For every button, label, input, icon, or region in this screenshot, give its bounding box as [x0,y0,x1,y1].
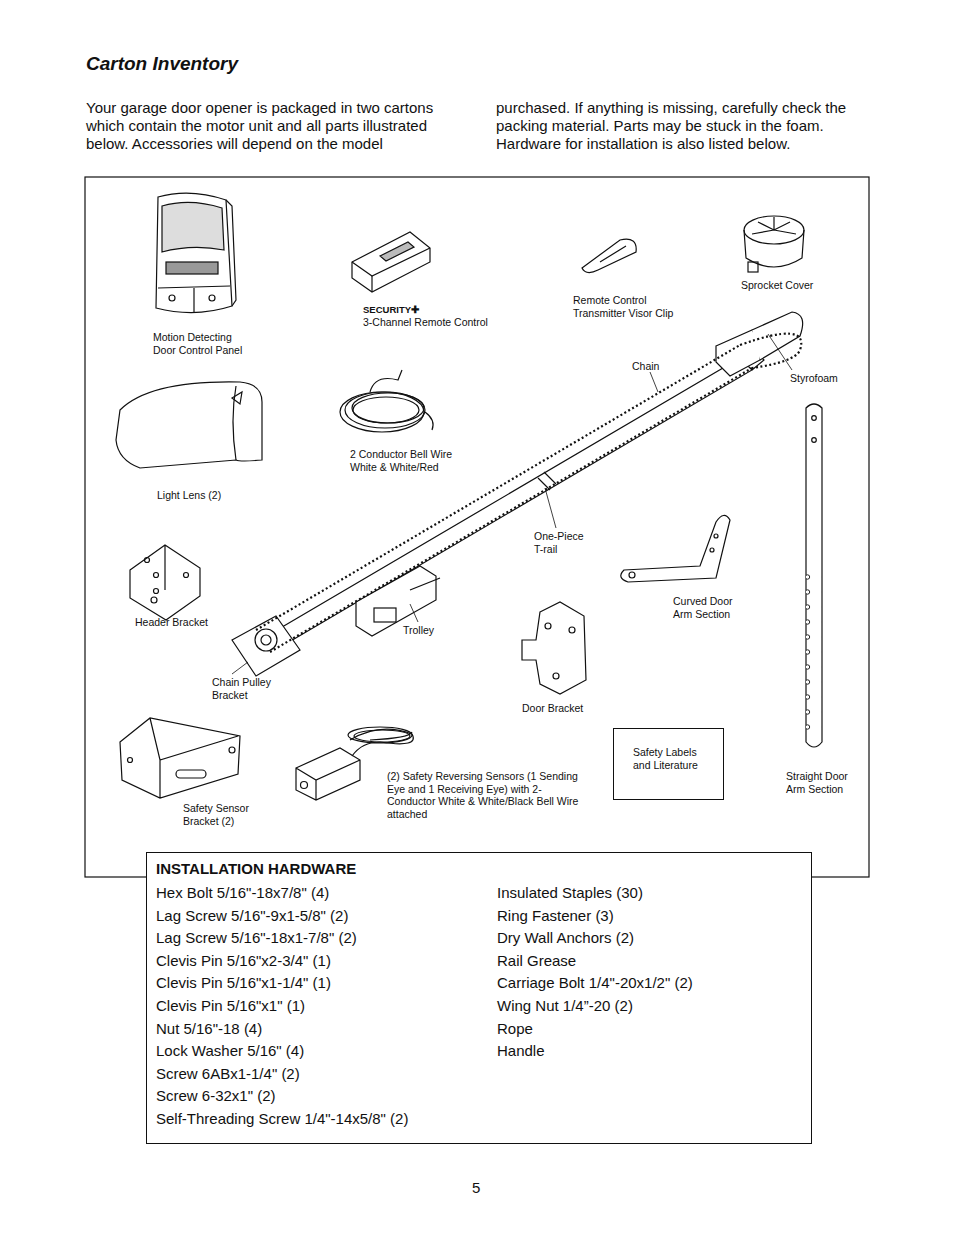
door-bracket [522,602,586,694]
part-label: 3-Channel Remote Control [363,316,503,329]
part-label: Motion Detecting Door Control Panel [153,331,253,356]
sensor-bracket [120,718,240,798]
hardware-item: Carriage Bolt 1/4"-20x1/2" (2) [497,974,693,992]
hardware-item: Self-Threading Screw 1/4"-14x5/8" (2) [156,1110,408,1128]
part-label: Trolley [403,624,463,637]
hardware-item: Lag Screw 5/16"-18x1-7/8" (2) [156,929,357,947]
box-heading: INSTALLATION HARDWARE [156,860,356,878]
part-label: Header Bracket [135,616,225,629]
leader-lines [232,334,792,674]
part-label: Remote Control Transmitter Visor Clip [573,294,685,319]
page-number: 5 [472,1179,480,1197]
straight-arm [806,404,822,747]
header-bracket [130,545,200,620]
curved-arm [621,515,730,582]
hardware-item: Ring Fastener (3) [497,907,614,925]
box-text: Safety Labels and Literature [633,746,713,771]
hardware-box: INSTALLATION HARDWARE Hex Bolt 5/16"-18x7… [146,852,812,1144]
chain [256,334,801,652]
part-label: Curved Door Arm Section [673,595,743,620]
t-rail [232,312,803,676]
part-label: Chain [632,360,682,373]
part-label: Door Bracket [522,702,602,715]
part-label: Styrofoam [790,372,850,385]
hardware-item: Screw 6ABx1-1/4" (2) [156,1065,300,1083]
part-label: Straight Door Arm Section [786,770,866,795]
intro-text: purchased. If anything is missing, caref… [496,99,876,153]
part-label: Sprocket Cover [741,279,831,292]
page-title: Carton Inventory [86,53,238,76]
inventory-frame [85,177,869,877]
part-label: Light Lens (2) [157,489,247,502]
visor-clip [582,239,636,272]
bell-wire [340,370,433,432]
hardware-item: Rope [497,1020,533,1038]
hardware-item: Lag Screw 5/16"-9x1-5/8" (2) [156,907,348,925]
hardware-item: Clevis Pin 5/16"x1" (1) [156,997,305,1015]
intro-text: Your garage door opener is packaged in t… [86,99,458,153]
hardware-item: Screw 6-32x1" (2) [156,1087,276,1105]
hardware-item: Lock Washer 5/16" (4) [156,1042,304,1060]
hardware-item: Dry Wall Anchors (2) [497,929,634,947]
literature-box: Safety Labels and Literature [613,728,724,800]
remote-control [352,232,430,292]
part-label: SECURITY✚ [363,304,419,315]
sprocket-cover [744,216,804,272]
part-label: Chain Pulley Bracket [212,676,292,701]
part-label: Safety Sensor Bracket (2) [183,802,263,827]
door-control-panel [156,193,236,312]
part-label: (2) Safety Reversing Sensors (1 Sending … [387,770,587,820]
part-label: One-Piece T-rail [534,530,594,555]
part-label: 2 Conductor Bell Wire White & White/Red [350,448,462,473]
hardware-item: Clevis Pin 5/16"x1-1/4" (1) [156,974,331,992]
hardware-item: Insulated Staples (30) [497,884,643,902]
hardware-item: Clevis Pin 5/16"x2-3/4" (1) [156,952,331,970]
hardware-item: Nut 5/16"-18 (4) [156,1020,262,1038]
hardware-item: Hex Bolt 5/16"-18x7/8" (4) [156,884,329,902]
light-lens [116,382,262,468]
hardware-item: Wing Nut 1/4”-20 (2) [497,997,633,1015]
hardware-item: Rail Grease [497,952,576,970]
hardware-item: Handle [497,1042,545,1060]
